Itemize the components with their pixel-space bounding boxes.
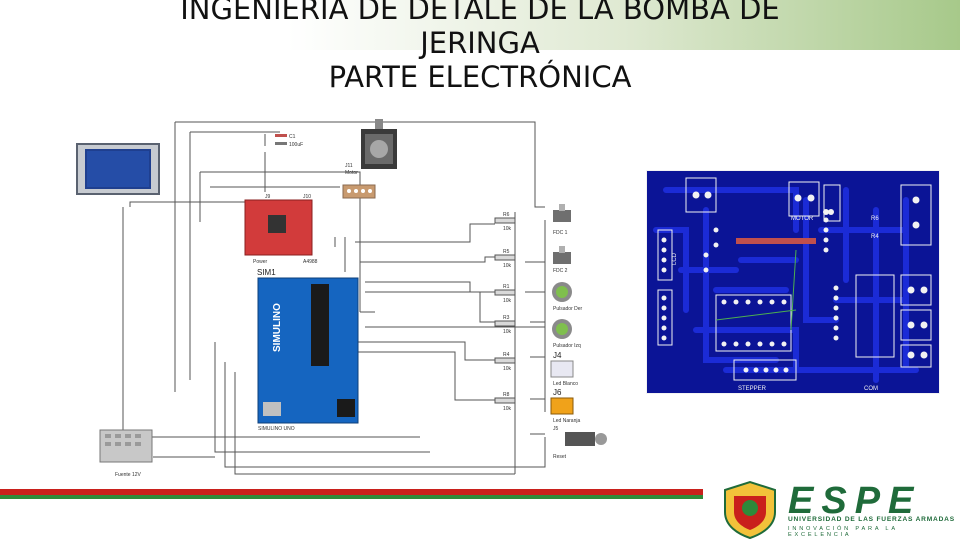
r4-value: 10k xyxy=(503,366,512,372)
j4-label: J4 xyxy=(553,351,562,360)
simulino-text: SIMULINO xyxy=(272,303,283,352)
title-band xyxy=(0,0,960,50)
espe-logo-text: ESPE xyxy=(788,480,922,522)
power-supply: Fuente 12V xyxy=(99,429,153,478)
title-line-2: JERINGA xyxy=(420,26,540,60)
capacitor-c1: C1 100uF xyxy=(264,134,303,148)
r4-label: R4 xyxy=(503,352,510,358)
r1-value: 10k xyxy=(503,298,512,304)
r8-value: 10k xyxy=(503,406,512,412)
j9-label: J9 xyxy=(265,194,271,200)
pulsador-izq-label: Pulsador Izq xyxy=(553,343,581,349)
led-white: J4 Led Blanco xyxy=(550,351,578,387)
pcb-pads xyxy=(661,191,928,373)
push-button-left: Pulsador Izq xyxy=(552,319,581,349)
limit-switch-2: FDC 2 xyxy=(553,246,571,274)
r1-label: R1 xyxy=(503,284,510,290)
j6-label: J6 xyxy=(553,388,562,397)
electronic-schematic: C1 100uF J11 Motor J9 J10 A4988 Power SI… xyxy=(76,119,607,478)
limit-switch-1: FDC 1 xyxy=(553,204,571,236)
fuente-label: Fuente 12V xyxy=(115,472,142,478)
motor-connector xyxy=(342,184,376,199)
espe-logo-subtitle: UNIVERSIDAD DE LAS FUERZAS ARMADAS xyxy=(788,516,955,523)
reset-button: J5 Reset xyxy=(553,426,607,460)
r6-label: R6 xyxy=(503,212,510,218)
r3-label: R3 xyxy=(503,315,510,321)
lcd-glare xyxy=(87,151,149,187)
pcb-stepper-label: STEPPER xyxy=(738,386,767,392)
pcb-r4-label: R4 xyxy=(871,234,879,240)
r5-value: 10k xyxy=(503,263,512,269)
pcb-silk xyxy=(657,177,932,381)
title-line-1: INGENIERÍA DE DETALE DE LA BOMBA DE xyxy=(180,0,780,26)
stepper-motor: J11 Motor xyxy=(345,119,397,176)
led-orange: J6 Led Naranja xyxy=(550,388,580,424)
espe-logo-emblem xyxy=(724,480,776,540)
pcb-com-label: COM xyxy=(864,386,878,392)
pcb-lcd-label: LCD xyxy=(672,252,678,265)
j5-label: J5 xyxy=(553,426,559,432)
fdc2-label: FDC 2 xyxy=(553,268,568,274)
bottom-green-band xyxy=(0,495,703,499)
pulsador-der-label: Pulsador Der xyxy=(553,306,583,312)
led-naranja-label: Led Naranja xyxy=(553,418,580,424)
page-title: INGENIERÍA DE DETALE DE LA BOMBA DE JERI… xyxy=(0,0,960,94)
r5-label: R5 xyxy=(503,249,510,255)
a4988-label: A4988 xyxy=(303,259,318,265)
pcb-motor-label: MOTOR xyxy=(791,216,814,222)
motor-label: Motor xyxy=(345,170,358,176)
r8-label: R8 xyxy=(503,392,510,398)
power-label: Power xyxy=(253,259,268,265)
pcb-layout: MOTOR STEPPER COM R6 R4 LCD xyxy=(646,170,940,394)
reset-label: Reset xyxy=(553,454,567,460)
espe-logo-tagline: INNOVACIÓN PARA LA EXCELENCIA xyxy=(788,526,898,538)
a4988-driver: J9 J10 A4988 Power xyxy=(244,194,318,265)
r6-value: 10k xyxy=(503,226,512,232)
resistors xyxy=(494,217,516,404)
fdc1-label: FDC 1 xyxy=(553,230,568,236)
title-line-3: PARTE ELECTRÓNICA xyxy=(328,60,632,94)
j10-label: J10 xyxy=(303,194,311,200)
pcb-resistor xyxy=(736,238,816,244)
c1-label: C1 xyxy=(289,134,296,140)
simulino-board: SIM1 SIMULINO SIMULINO UNO xyxy=(257,268,359,432)
r3-value: 10k xyxy=(503,329,512,335)
pcb-r6-label: R6 xyxy=(871,216,879,222)
led-blanco-label: Led Blanco xyxy=(553,381,578,387)
bottom-red-band xyxy=(0,489,703,495)
pcb-airwire xyxy=(715,309,797,321)
sim1-label: SIM1 xyxy=(257,268,276,277)
c1-value: 100uF xyxy=(289,142,303,148)
simulino-uno-label: SIMULINO UNO xyxy=(258,426,295,432)
j11-label: J11 xyxy=(345,163,353,169)
push-button-right: Pulsador Der xyxy=(552,282,583,312)
